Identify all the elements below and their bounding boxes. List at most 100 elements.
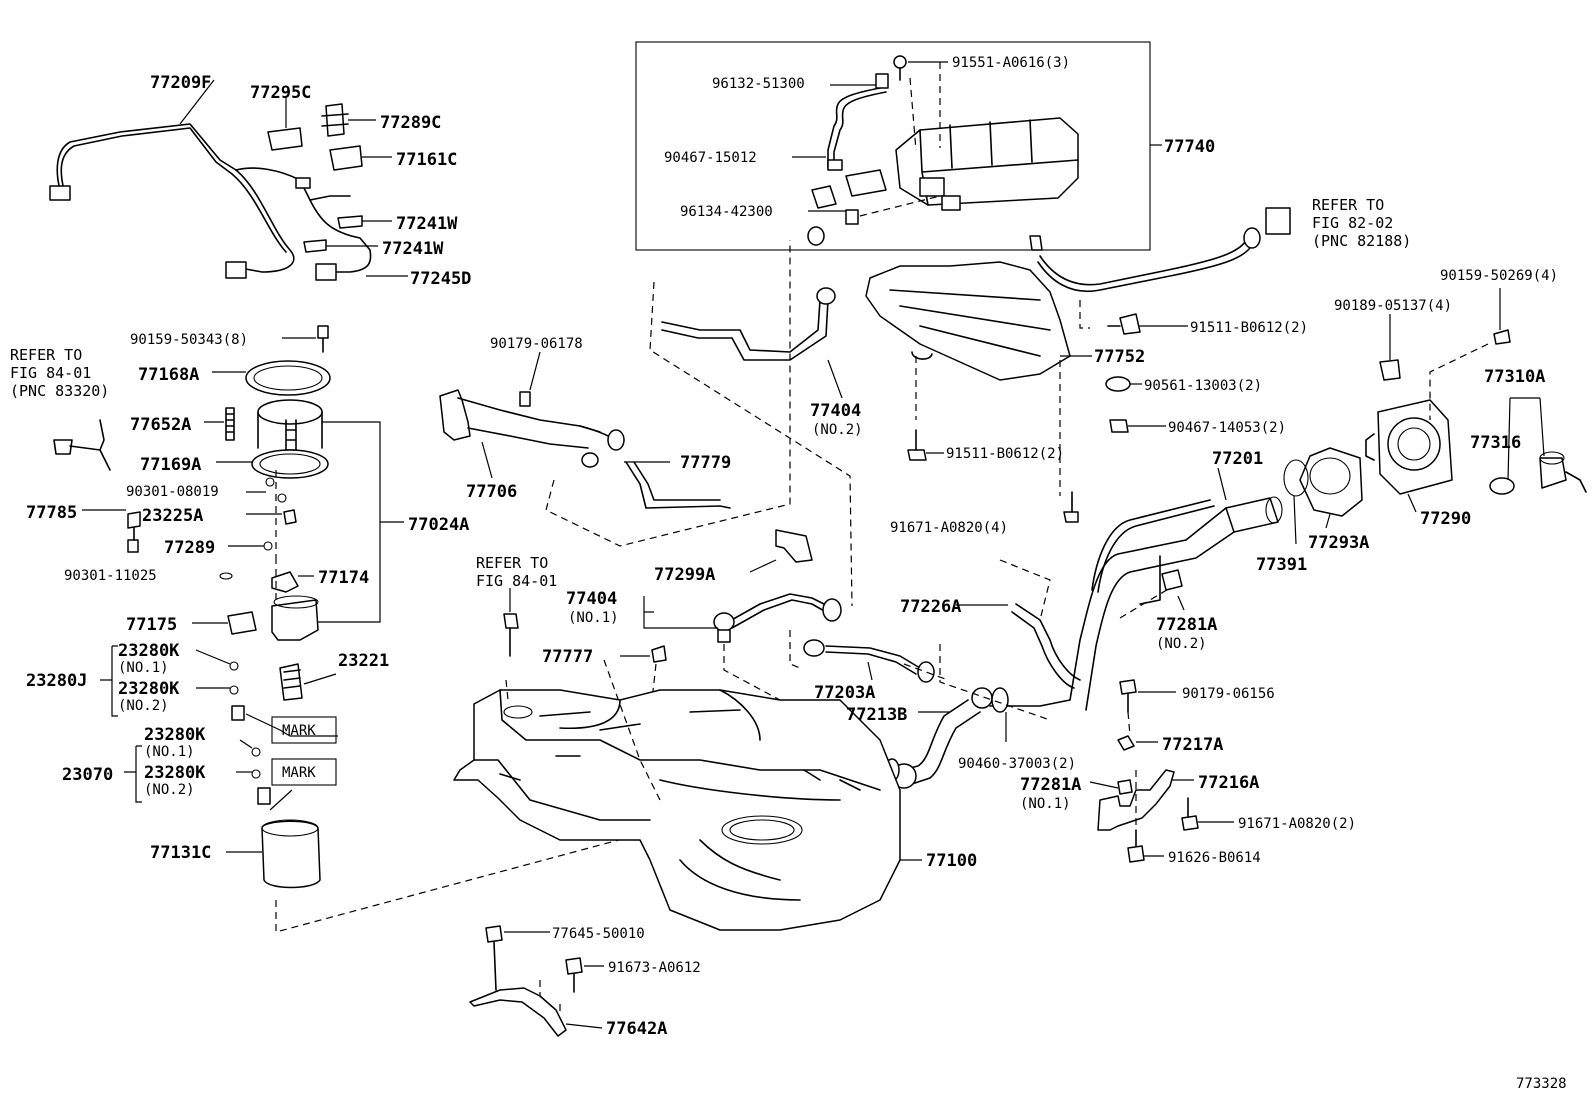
label-77281A-no1-sub: (NO.1) (1020, 796, 1071, 812)
label-91673-A0612: 91673-A0612 (608, 960, 701, 976)
label-77245D: 77245D (410, 269, 471, 289)
label-77201: 77201 (1212, 449, 1263, 469)
breather-pipe-77706 (439, 240, 853, 607)
label-91511-B0612-a: 91511-B0612(2) (1190, 320, 1308, 336)
protector-fasteners (907, 313, 1141, 523)
label-77740: 77740 (1164, 137, 1215, 157)
label-77706: 77706 (466, 482, 517, 502)
label-77404-no2: 77404 (810, 401, 861, 421)
label-90179-06156: 90179-06156 (1182, 686, 1275, 702)
label-77281A-no1: 77281A (1020, 775, 1081, 795)
label-77161C: 77161C (396, 150, 457, 170)
label-77174: 77174 (318, 568, 369, 588)
label-90467-15012: 90467-15012 (664, 150, 757, 166)
filler-cap-77316 (1489, 451, 1587, 495)
label-77310A: 77310A (1484, 367, 1545, 387)
label-91671-A0820-2: 91671-A0820(2) (1238, 816, 1356, 832)
mark-label-1: MARK (282, 723, 316, 739)
protector-dashed (915, 300, 1090, 496)
clips-77241W (303, 215, 363, 253)
ref-83320-line2: FIG 84-01 (10, 364, 91, 382)
label-77217A: 77217A (1162, 735, 1223, 755)
pump-leaders (82, 337, 404, 853)
label-23280K-b: 23280K (118, 679, 180, 699)
fuel-pump-module-parts (53, 325, 331, 889)
label-90301-08019: 90301-08019 (126, 484, 219, 500)
label-77175: 77175 (126, 615, 177, 635)
label-77203A: 77203A (814, 683, 875, 703)
label-23225A: 23225A (142, 506, 203, 526)
label-77213B: 77213B (846, 705, 907, 725)
label-77785: 77785 (26, 503, 77, 523)
label-77642A: 77642A (606, 1019, 667, 1039)
label-77404-no2-sub: (NO.2) (812, 422, 863, 438)
label-77290: 77290 (1420, 509, 1471, 529)
label-77404-no1-sub: (NO.1) (568, 610, 619, 626)
band-77642A (469, 925, 604, 1037)
label-91626-B0614: 91626-B0614 (1168, 850, 1261, 866)
pump-dashed-lines (275, 470, 657, 933)
label-90159-50269: 90159-50269(4) (1440, 268, 1558, 284)
label-77299A: 77299A (654, 565, 715, 585)
ref-83320-line3: (PNC 83320) (10, 382, 109, 400)
gasket-77391 (1283, 459, 1309, 497)
label-77645-50010: 77645-50010 (552, 926, 645, 942)
label-90467-14053: 90467-14053(2) (1168, 420, 1286, 436)
filler-pipe-77201 (989, 496, 1283, 711)
clamp-77281A-no2 (1119, 569, 1183, 619)
label-77316: 77316 (1470, 433, 1521, 453)
label-77024A: 77024A (408, 515, 469, 535)
label-77293A: 77293A (1308, 533, 1369, 553)
label-23280K-d: 23280K (144, 763, 206, 783)
ref-82188-line3: (PNC 82188) (1312, 232, 1411, 250)
bolt-ref-84-01 (503, 588, 519, 657)
label-77168A: 77168A (138, 365, 199, 385)
canister-hoses (807, 55, 907, 246)
label-77169A: 77169A (140, 455, 201, 475)
mark-label-2: MARK (282, 765, 316, 781)
filler-leaders (956, 467, 1227, 611)
label-77652A: 77652A (130, 415, 191, 435)
label-77226A: 77226A (900, 597, 961, 617)
housing-77293A (1299, 447, 1363, 517)
harness-leaders (179, 79, 408, 277)
label-77777: 77777 (542, 647, 593, 667)
bracket-fasteners (1119, 679, 1199, 863)
label-91511-B0612-b: 91511-B0612(2) (946, 446, 1064, 462)
label-77295C: 77295C (250, 83, 311, 103)
protector-leaders (926, 325, 1188, 506)
label-no1-b: (NO.1) (144, 744, 195, 760)
label-77391: 77391 (1256, 555, 1307, 575)
label-77404-no1: 77404 (566, 589, 617, 609)
label-no1-a: (NO.1) (118, 660, 169, 676)
label-no2-a: (NO.2) (118, 698, 169, 714)
bracket-leaders (1089, 691, 1234, 857)
right-top-leaders (1293, 288, 1545, 545)
wiring-harness-77209F (49, 123, 372, 281)
breather-77226A (999, 559, 1081, 689)
ref-82188-line1: REFER TO (1312, 196, 1384, 214)
hose-77203A (789, 630, 949, 683)
label-77209F: 77209F (150, 73, 211, 93)
upper-hose-77404-no2 (661, 287, 836, 361)
label-77779: 77779 (680, 453, 731, 473)
label-91671-A0820-4: 91671-A0820(4) (890, 520, 1008, 536)
label-no2-b: (NO.2) (144, 782, 195, 798)
label-23070: 23070 (62, 765, 113, 785)
label-90301-11025: 90301-11025 (64, 568, 157, 584)
ref-82188-line2: FIG 82-02 (1312, 214, 1393, 232)
label-77241W-1: 77241W (396, 214, 458, 234)
connector-77289C (321, 103, 349, 137)
label-90179-06178: 90179-06178 (490, 336, 583, 352)
canister-group-box (635, 41, 1151, 251)
upper-leaders (481, 351, 843, 479)
label-90159-50343: 90159-50343(8) (130, 332, 248, 348)
label-77281A-no2-sub: (NO.2) (1156, 636, 1207, 652)
label-96132-51300: 96132-51300 (712, 76, 805, 92)
label-91551-A0616: 91551-A0616(3) (952, 55, 1070, 71)
canister-leaders (792, 61, 1162, 212)
label-77241W-2: 77241W (382, 239, 444, 259)
label-23280K-a: 23280K (118, 641, 180, 661)
